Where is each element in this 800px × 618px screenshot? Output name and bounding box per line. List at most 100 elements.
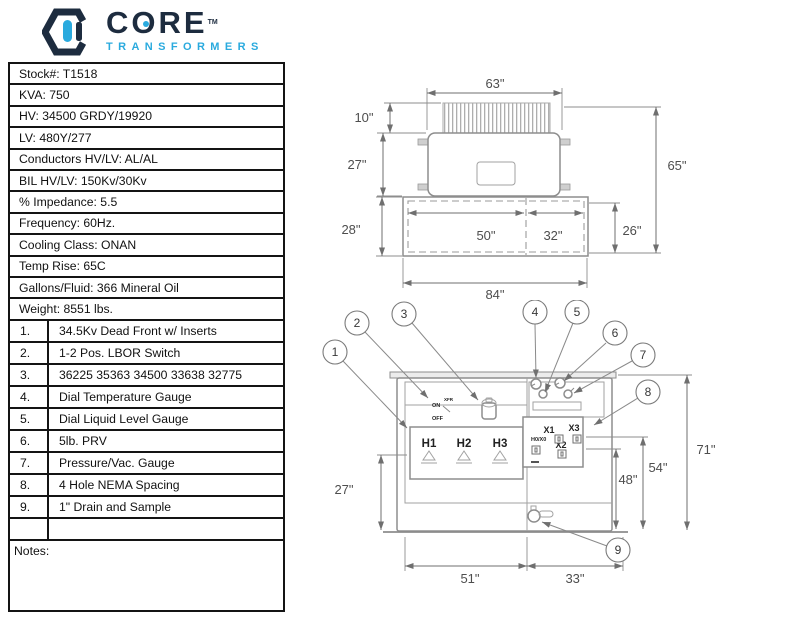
h1-bushing-icon [422,450,436,461]
spec-text: Weight: 8551 lbs. [19,301,113,316]
spec-text: % Impedance: 5.5 [19,195,118,210]
callout-number: 5 [574,305,581,319]
item-row-5: 5.Dial Liquid Level Gauge [10,408,283,431]
terminal-slot [575,436,579,442]
callout-5: 5 [564,300,590,325]
front-view-drawing: XFR ON OFF H1 H2 H3 X1 X3 H0/X0 [322,300,716,586]
x1-label: X1 [543,425,554,435]
item-number: 9. [10,496,49,517]
dim-label-63: 63" [485,76,504,91]
callout-number: 1 [332,345,339,359]
dim-label-26: 26" [622,223,641,238]
notes-label: Notes: [14,543,50,558]
item-desc: Dial Temperature Gauge [59,389,192,404]
dim-label-71: 71" [696,442,715,457]
spec-row-conductors: Conductors HV/LV: AL/AL [10,150,283,171]
pad-outline [402,196,589,257]
dim-label-33: 33" [565,571,584,586]
h0x0-label: H0/X0 [531,437,546,443]
h3-bushing-icon [493,450,507,461]
spec-text: Frequency: 60Hz. [19,216,116,231]
tap-changer-cap [481,398,497,408]
item-number: 6. [10,430,49,451]
spec-row-stock: Stock#: T1518 [10,64,283,86]
leader-5 [544,322,574,393]
item-desc: 5lb. PRV [59,433,107,448]
item-row-9: 9. 1" Drain and Sample [10,496,283,519]
dim-label-32: 32" [543,228,562,243]
nema-terminals [531,434,582,459]
lifting-lug [417,183,429,191]
item-row-3: 3.36225 35363 34500 33638 32775 [10,364,283,387]
h3-label: H3 [493,438,508,450]
spec-row-frequency: Frequency: 60Hz. [10,214,283,236]
spec-row-impedance: % Impedance: 5.5 [10,192,283,214]
h1-label: H1 [422,438,437,450]
drain-valve-icon [527,509,541,523]
item-number: 8. [10,474,49,495]
item-desc: 1" Drain and Sample [59,499,172,514]
dim-label-54: 54" [648,460,667,475]
h2-bushing-icon [457,450,471,461]
dim-label-27-tank: 27" [347,157,366,172]
item-desc: Pressure/Vac. Gauge [59,455,175,470]
handhole [476,161,516,186]
spec-row-bil: BIL HV/LV: 150Kv/30Kv [10,171,283,193]
lifting-lug [559,183,571,191]
spec-row-cooling: Cooling Class: ONAN [10,235,283,257]
callout-number: 9 [615,543,622,557]
item-row-2: 2.1-2 Pos. LBOR Switch [10,342,283,365]
item-desc: 36225 35363 34500 33638 32775 [59,367,242,382]
item-number: 2. [10,342,49,363]
top-view-drawing: 63" 10" 27" 28" 50" 32" 84" 26" 65" [341,76,686,302]
item-desc [49,519,283,539]
drain-valve-handle [538,510,554,518]
leader-9 [541,521,608,547]
spec-text: Cooling Class: ONAN [19,237,137,252]
spec-text: KVA: 750 [19,88,70,103]
liquid-level-gauge-icon [554,377,566,389]
callout-number: 8 [645,385,652,399]
spec-text: LV: 480Y/277 [19,130,92,145]
terminal-slot [557,436,561,442]
item-row-6: 6. 5lb. PRV [10,430,283,453]
item-desc: 34.5Kv Dead Front w/ Inserts [59,323,217,338]
prv-icon [563,389,573,399]
dim-label-28: 28" [341,222,360,237]
spec-text: Temp Rise: 65C [19,259,106,274]
callout-1: 1 [322,339,348,365]
tap-changer-nub [485,397,493,403]
logo-inner-bar-icon [76,22,82,41]
gauge-needle [530,383,536,387]
brand-subtitle: TRANSFORMERS [106,41,264,53]
hv-bushing-panel [409,426,524,480]
callout-9: 9 [605,537,631,563]
dim-label-10: 10" [354,110,373,125]
h2-label: H2 [457,438,472,450]
leader-2 [364,331,429,399]
spec-table: Stock#: T1518 KVA: 750 HV: 34500 GRDY/19… [8,62,285,612]
spec-text: Gallons/Fluid: 366 Mineral Oil [19,280,179,295]
radiator-fins [442,102,551,134]
item-number: 1. [10,320,49,341]
logo-power-bar-icon [63,20,72,42]
notes-box: Notes: [10,541,283,610]
logo-hex-outline [42,8,87,56]
item-row-4: 4.Dial Temperature Gauge [10,386,283,409]
item-number: 5. [10,408,49,429]
dim-label-84: 84" [485,287,504,302]
xfr-label: XFR [444,397,454,402]
item-row-7: 7. Pressure/Vac. Gauge [10,452,283,475]
callout-number: 6 [612,326,619,340]
trademark-mark: TM [207,19,218,26]
brand-word: CORE [106,5,208,40]
callout-3: 3 [391,301,417,327]
dim-label-51: 51" [460,571,479,586]
leader-4 [532,323,539,379]
callout-7: 7 [630,342,656,368]
spec-row-lv: LV: 480Y/277 [10,128,283,150]
pressure-vac-gauge-icon [530,378,542,390]
item-number: 7. [10,452,49,473]
gauge-stem [570,387,575,392]
callout-number: 3 [401,307,408,321]
